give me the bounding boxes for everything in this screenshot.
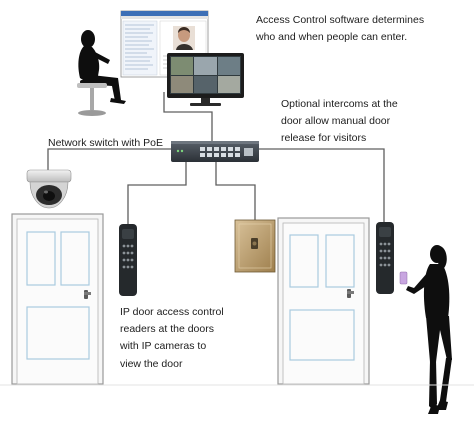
cable-switch-to-intercom [215,162,256,220]
switch-caption: Network switch with PoE [48,137,163,149]
seated-operator-silhouette [78,30,126,104]
intercom-caption-line-1: Optional intercoms at the [281,98,398,110]
door-right [277,217,370,385]
cable-switch-to-reader-1 [127,162,187,224]
software-caption: Access Control software determines who a… [256,13,424,44]
card-reader-right [376,222,394,294]
door-left [11,213,104,385]
readers-caption-line-2: readers at the doors [120,323,214,336]
readers-caption-line-1: IP door access control [120,306,224,318]
visitor-silhouette [406,245,452,414]
readers-caption: IP door access control readers at the do… [120,305,224,371]
ip-dome-camera [26,169,72,209]
card-reader-left [119,224,137,296]
network-cables [47,92,385,224]
cable-switch-to-camera [47,148,171,170]
poe-network-switch [171,141,259,162]
software-caption-line-2: who and when people can enter. [256,31,408,44]
security-monitor [167,53,244,106]
access-card [399,271,408,285]
office-chair [77,83,107,116]
intercom-caption-line-3: release for visitors [281,132,367,145]
intercom-caption: Optional intercoms at the door allow man… [281,97,398,146]
intercom-caption-line-2: door allow manual door [281,115,391,128]
cable-switch-to-software [163,92,213,141]
door-intercom [234,219,276,273]
software-caption-line-1: Access Control software determines [256,14,425,26]
readers-caption-line-4: view the door [120,357,183,370]
readers-caption-line-3: with IP cameras to [120,340,207,353]
cable-switch-to-reader-2 [259,148,385,222]
